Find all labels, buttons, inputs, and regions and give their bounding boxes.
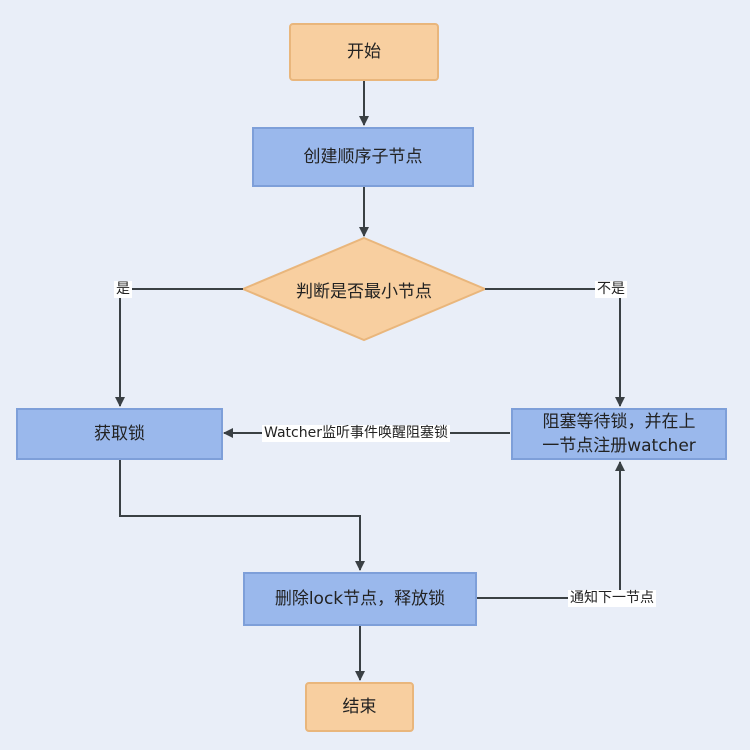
edge-release-wait <box>477 461 625 599</box>
wait-label-line1: 阻塞等待锁，并在上 <box>542 412 696 432</box>
start-label: 开始 <box>347 42 381 62</box>
acquire-label: 获取锁 <box>94 424 145 444</box>
end-node: 结束 <box>305 682 414 732</box>
end-label: 结束 <box>342 697 377 717</box>
edge-label-yes: 是 <box>114 281 132 298</box>
start-node: 开始 <box>289 23 439 81</box>
edge-label-notify: 通知下一节点 <box>568 590 656 607</box>
edge-decision-acquire <box>115 288 243 407</box>
edge-label-no: 不是 <box>595 281 627 298</box>
acquire-node: 获取锁 <box>16 408 223 460</box>
wait-label-line2: 一节点注册watcher <box>542 436 696 456</box>
create-label: 创建顺序子节点 <box>303 147 423 167</box>
release-node: 删除lock节点，释放锁 <box>243 572 477 626</box>
release-label: 删除lock节点，释放锁 <box>274 589 446 609</box>
decision-label: 判断是否最小节点 <box>296 281 432 302</box>
create-node: 创建顺序子节点 <box>252 127 474 187</box>
edge-label-watcher: Watcher监听事件唤醒阻塞锁 <box>262 425 450 442</box>
decision-diamond <box>240 236 488 342</box>
wait-node: 阻塞等待锁，并在上 一节点注册watcher <box>511 408 727 460</box>
edge-decision-wait <box>485 288 625 407</box>
edge-acquire-release <box>119 460 365 571</box>
